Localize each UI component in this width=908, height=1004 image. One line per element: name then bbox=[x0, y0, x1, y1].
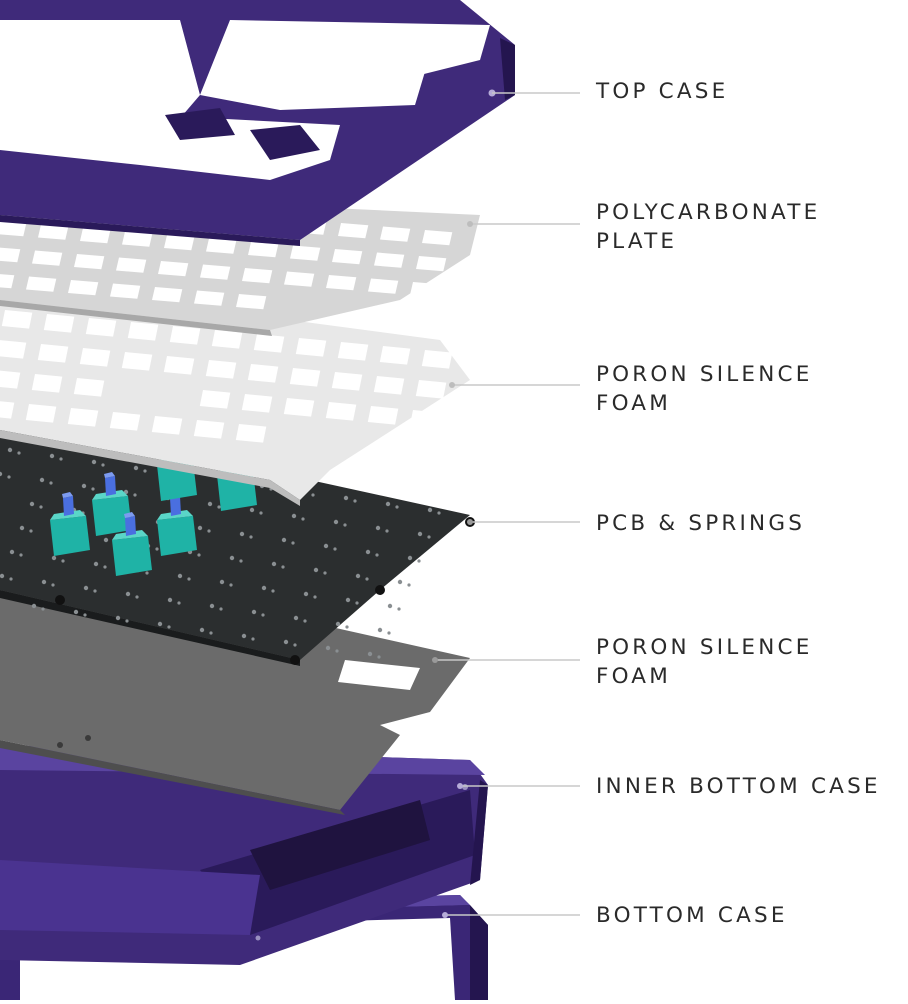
label-bottom-case: BOTTOM CASE bbox=[596, 903, 788, 928]
leader-dot-poron-foam-bottom bbox=[432, 657, 438, 663]
upper-foam-layer bbox=[0, 295, 470, 506]
label-top-case: TOP CASE bbox=[596, 79, 729, 104]
label-inner-bottom-case: INNER BOTTOM CASE bbox=[596, 774, 881, 799]
pcb-layer bbox=[0, 420, 475, 666]
label-poron-foam-top: PORON SILENCE FOAM bbox=[596, 362, 813, 416]
leader-dot-inner-bottom-case bbox=[457, 783, 463, 789]
lower-foam-layer bbox=[0, 590, 470, 815]
leader-dot-pcb-springs bbox=[467, 519, 473, 525]
leader-dot-poron-foam-top bbox=[449, 382, 455, 388]
label-pcb-springs: PCB & SPRINGS bbox=[596, 511, 806, 536]
label-poron-foam-bottom: PORON SILENCE FOAM bbox=[596, 635, 813, 689]
leader-dots bbox=[432, 221, 473, 918]
label-polycarbonate-plate: POLYCARBONATE PLATE bbox=[596, 200, 821, 254]
leader-dot-polycarbonate-plate bbox=[467, 221, 473, 227]
top-case-layer bbox=[0, 0, 515, 246]
leader-lines bbox=[435, 92, 580, 916]
leader-dot-bottom-case bbox=[442, 912, 448, 918]
